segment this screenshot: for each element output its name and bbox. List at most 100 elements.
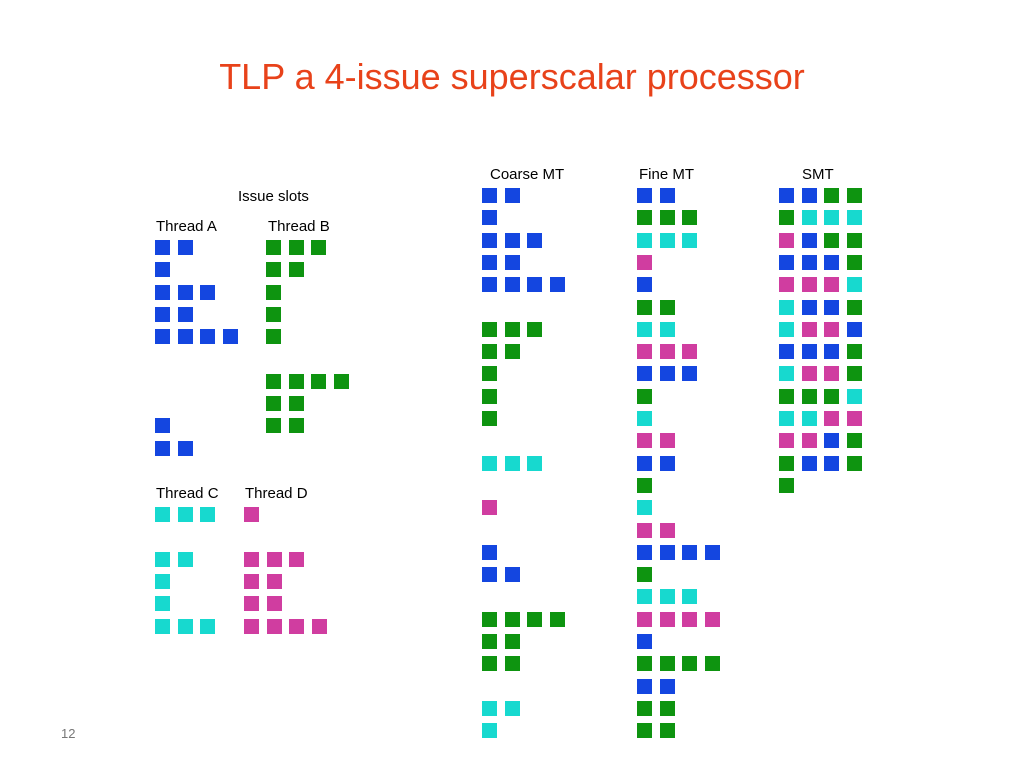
slot-row [244,596,334,612]
issue-slot-thread-d [824,411,839,426]
fine-mt-label: Fine MT [639,166,695,183]
issue-slot-thread-b [504,611,520,627]
issue-slot-thread-a [200,329,215,345]
slot-row [637,611,727,627]
slot-row [779,277,869,293]
issue-slot-thread-b [846,299,862,315]
issue-slot-thread-b [659,723,675,739]
issue-slot-thread-a [177,240,193,255]
issue-slot-thread-d [637,522,652,538]
issue-slot-thread-d [266,618,282,634]
issue-slot-thread-d [244,618,259,634]
slot-row [637,544,727,560]
issue-slot-thread-b [779,388,794,404]
slot-row [779,210,869,226]
slot-row [155,418,245,434]
issue-slot-thread-c [200,507,215,522]
issue-slot-thread-b [846,433,862,449]
issue-slot-thread-b [504,344,520,360]
issue-slot-thread-c [637,321,652,337]
issue-slot-thread-b [659,299,675,315]
issue-slot-thread-a [527,232,542,248]
issue-slot-thread-a [779,344,794,360]
issue-slot-thread-a [824,299,839,315]
issue-slot-thread-c [846,388,862,404]
issue-slot-thread-a [659,678,675,694]
issue-slot-thread-a [801,188,817,203]
slot-row [637,254,727,270]
issue-slot-thread-a [482,254,497,270]
thread-a-label: Thread A [156,218,217,235]
slot-row [266,373,356,389]
issue-slot-thread-a [824,433,839,449]
slot-row [266,329,356,345]
slot-row [155,262,245,278]
slot-row [779,388,869,404]
issue-slot-thread-a [482,277,497,293]
issue-slot-thread-b [288,418,304,434]
slot-row [266,352,356,367]
issue-slot-thread-a [659,366,675,382]
issue-slot-thread-b [266,396,281,412]
issue-slot-thread-b [311,373,326,389]
issue-slot-thread-b [659,656,675,672]
slot-row [482,366,572,382]
issue-slot-thread-c [779,321,794,337]
issue-slot-thread-d [801,321,817,337]
issue-slot-thread-d [779,232,794,248]
issue-slot-thread-b [824,188,839,203]
issue-slot-thread-d [682,344,697,360]
slot-row [779,455,869,471]
issue-slot-thread-d [244,573,259,589]
issue-slot-thread-b [846,254,862,270]
issue-slot-thread-d [801,366,817,382]
slot-row [779,188,869,203]
issue-slot-thread-d [266,573,282,589]
issue-slot-thread-d [311,618,327,634]
slot-row [637,299,727,315]
issue-slot-thread-a [482,544,497,560]
slot-row [779,232,869,248]
issue-slot-thread-b [266,284,281,300]
issue-slot-thread-a [846,321,862,337]
slot-row [637,634,727,649]
issue-slot-thread-b [288,396,304,412]
slot-row [482,478,572,493]
issue-slot-thread-a [779,254,794,270]
slot-row [155,573,245,589]
issue-slot-thread-a [155,440,170,456]
slot-row [637,477,727,493]
slot-row [155,396,245,411]
issue-slot-thread-d [824,366,839,382]
issue-slot-thread-a [682,544,697,560]
issue-slot-thread-a [659,455,675,471]
issue-slot-thread-b [288,240,304,255]
issue-slot-thread-d [704,611,720,627]
issue-slot-thread-d [266,551,282,567]
issue-slot-thread-a [527,277,542,293]
issue-slot-thread-c [504,700,520,716]
issue-slot-thread-d [801,433,817,449]
issue-slot-thread-b [637,700,652,716]
slot-row [482,634,572,649]
issue-slot-thread-b [637,567,652,583]
slot-row [244,618,334,634]
issue-slot-thread-b [824,232,839,248]
issue-slot-thread-a [824,455,839,471]
slot-row [779,366,869,382]
slot-row [266,396,356,412]
slot-row [637,500,727,516]
issue-slot-thread-b [482,411,497,426]
slot-row [155,306,245,322]
issue-slot-thread-c [637,232,652,248]
issue-slot-thread-b [682,656,697,672]
issue-slot-thread-b [659,700,675,716]
issue-slot-thread-b [482,344,497,360]
issue-slot-thread-b [824,388,839,404]
issue-slot-thread-a [155,418,170,434]
slot-row [155,551,245,567]
issue-slot-thread-a [779,188,794,203]
issue-slot-thread-b [288,262,304,278]
issue-slot-thread-a [155,284,170,300]
issue-slot-thread-c [824,210,839,226]
